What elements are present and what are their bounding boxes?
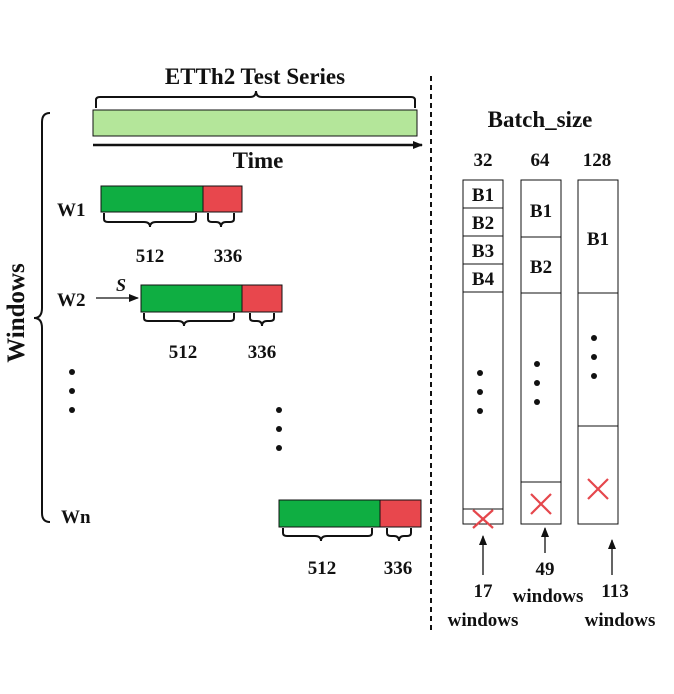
w1-input-segment [100,185,204,213]
w2-horizon-length: 336 [248,342,277,363]
test-series-bar [92,109,418,137]
batch-size-title: Batch_size [488,107,593,132]
batch-b3-col32: B3 [472,241,494,262]
w1-input-length: 512 [136,246,165,267]
batch-b4-col32: B4 [472,269,495,290]
wn-input-length: 512 [308,558,337,579]
w1-horizon-length: 336 [214,246,243,267]
ellipsis-dots-middle [276,407,282,451]
w2-input-length: 512 [169,342,198,363]
w1-input-brace [103,213,197,228]
series-title: ETTh2 Test Series [165,64,345,89]
leftover-count-col64: 49 [536,559,555,580]
batch-b2-col64: B2 [530,257,552,278]
ellipsis-dots-left [69,369,75,413]
batch-size-128: 128 [583,150,612,171]
batch-column-32: B1 B2 B3 B4 [462,179,504,529]
wn-input-brace [282,528,373,542]
window-label-w2: W2 [57,290,86,311]
drop-cross-icon-col64 [530,493,552,515]
leftover-unit-col64: windows [513,586,584,607]
time-label: Time [233,148,284,173]
leftover-count-col128: 113 [601,581,628,602]
batch-b1-col32: B1 [472,185,494,206]
w2-input-segment [140,284,243,313]
leftover-unit-col128: windows [585,610,656,631]
stride-label: S [116,275,126,295]
batch-column-64: B1 B2 [520,179,562,525]
ellipsis-dots-col128 [591,335,597,379]
ellipsis-dots-col32 [477,370,483,414]
batch-b2-col32: B2 [472,213,494,234]
window-label-wn: Wn [61,507,91,528]
w1-horizon-brace [207,213,235,228]
batch-column-128: B1 [577,179,619,525]
drop-cross-icon-col32 [472,509,494,529]
windows-axis-label: Windows [3,263,30,363]
w2-horizon-brace [249,313,275,327]
batch-b1-col128: B1 [587,229,609,250]
w2-input-brace [143,313,235,327]
series-brace [95,90,416,108]
wn-horizon-segment [379,499,422,528]
wn-input-segment [278,499,381,528]
leftover-count-col32: 17 [474,581,494,602]
wn-horizon-brace [386,528,412,542]
batch-b1-col64: B1 [530,201,552,222]
ellipsis-dots-col64 [534,361,540,405]
batch-size-64: 64 [531,150,551,171]
w2-horizon-segment [241,284,283,313]
drop-cross-icon-col128 [587,478,609,500]
wn-horizon-length: 336 [384,558,413,579]
windows-brace [33,112,51,523]
window-label-w1: W1 [57,200,86,221]
batch-size-32: 32 [474,150,493,171]
leftover-unit-col32: windows [448,610,519,631]
w1-horizon-segment [202,185,243,213]
